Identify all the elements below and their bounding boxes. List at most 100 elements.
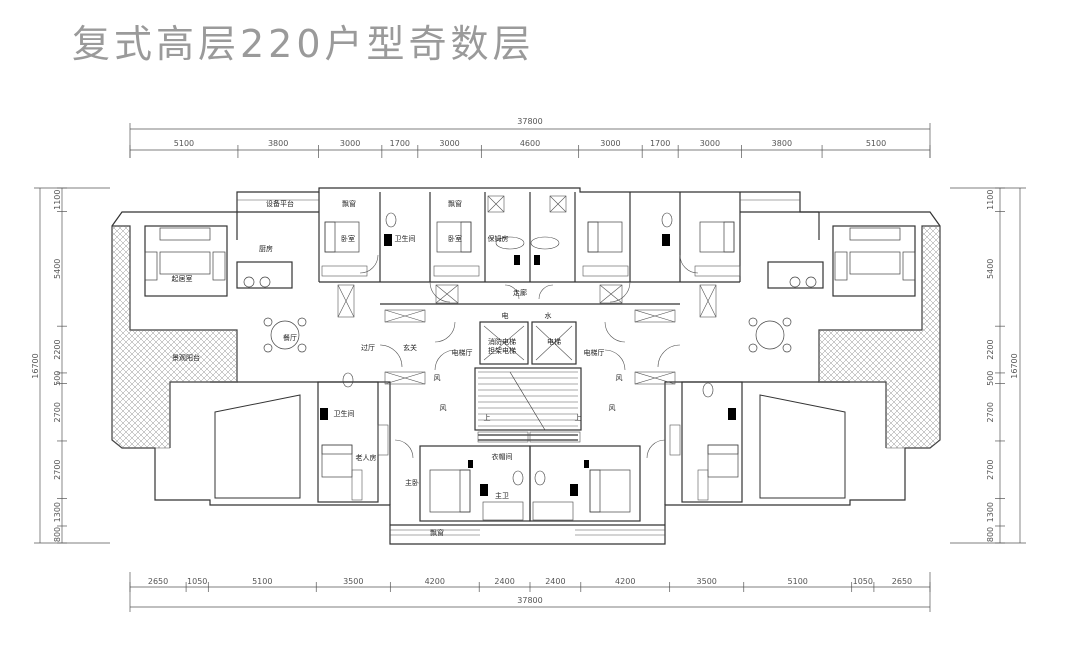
dimension-segment-label: 500 bbox=[986, 371, 995, 386]
dimension-segment-label: 2700 bbox=[53, 402, 62, 422]
label-dining: 餐厅 bbox=[283, 333, 297, 342]
dimension-segment-label: 4200 bbox=[615, 577, 635, 586]
label-elevator-hall-right: 电梯厅 bbox=[584, 348, 605, 357]
right-dimension-ticks bbox=[995, 187, 1005, 544]
bottom-total-dimension: 37800 bbox=[517, 596, 542, 605]
dimension-segment-label: 2700 bbox=[986, 459, 995, 479]
bottom-windows bbox=[237, 199, 800, 536]
left-total-dimension: 16700 bbox=[31, 353, 40, 378]
sanitary-fixtures bbox=[342, 212, 714, 521]
dimension-segment-label: 2650 bbox=[148, 577, 168, 586]
label-nanny-room: 保姆房 bbox=[488, 234, 509, 243]
top-dimension-ticks bbox=[129, 145, 931, 158]
duct-shafts bbox=[337, 195, 717, 385]
dimension-segment-label: 1300 bbox=[53, 502, 62, 522]
label-fire-elevator-1: 消防电梯 bbox=[488, 337, 516, 346]
label-water: 水 bbox=[545, 311, 552, 320]
left-dimension-lines bbox=[34, 187, 110, 544]
top-total-dimension: 37800 bbox=[517, 117, 542, 126]
dimension-segment-label: 2200 bbox=[53, 339, 62, 359]
dimension-segment-label: 1100 bbox=[986, 190, 995, 210]
dimension-segment-label: 2400 bbox=[545, 577, 565, 586]
label-view-balcony: 景观阳台 bbox=[172, 353, 200, 362]
label-master-bedroom: 主卧 bbox=[405, 478, 419, 487]
right-total-dimension: 16700 bbox=[1010, 353, 1019, 378]
dimension-segment-label: 5100 bbox=[174, 139, 194, 148]
label-service-corridor: 走廊 bbox=[513, 288, 527, 297]
label-bay-window-bottom: 飘窗 bbox=[430, 528, 444, 537]
label-elevator: 电梯 bbox=[547, 337, 561, 346]
label-bay-window-1: 飘窗 bbox=[342, 199, 356, 208]
label-stair-up-2: 上 bbox=[575, 413, 582, 422]
dimension-segment-label: 1300 bbox=[986, 502, 995, 522]
label-wind-4: 风 bbox=[609, 404, 616, 412]
label-elder-room: 老人房 bbox=[356, 453, 377, 462]
dimension-segment-label: 800 bbox=[53, 527, 62, 542]
dimension-segment-label: 3000 bbox=[600, 139, 620, 148]
black-fixtures bbox=[320, 234, 736, 496]
dimension-segment-label: 1100 bbox=[53, 190, 62, 210]
dimension-segment-label: 1700 bbox=[650, 139, 670, 148]
label-bay-window-2: 飘窗 bbox=[448, 199, 462, 208]
dimension-segment-label: 5100 bbox=[252, 577, 272, 586]
label-stair-up-1: 上 bbox=[484, 413, 491, 422]
terrace-voids bbox=[214, 394, 846, 499]
dimension-segment-label: 1700 bbox=[390, 139, 410, 148]
label-living-room: 起居室 bbox=[172, 274, 193, 283]
dimension-segment-label: 3800 bbox=[772, 139, 792, 148]
label-foyer: 玄关 bbox=[403, 343, 417, 352]
dimension-segment-label: 2700 bbox=[53, 459, 62, 479]
label-wind-2: 风 bbox=[616, 374, 623, 382]
dimension-segment-label: 2200 bbox=[986, 339, 995, 359]
left-segment-labels: 1100 5400 2200 500 2700 2700 1300 800 bbox=[53, 190, 62, 543]
label-wind-3: 风 bbox=[440, 404, 447, 412]
beds bbox=[321, 221, 739, 513]
dimension-segment-label: 1050 bbox=[853, 577, 873, 586]
wardrobes bbox=[321, 265, 741, 501]
dimension-segment-label: 500 bbox=[53, 371, 62, 386]
label-bathroom-top: 卫生间 bbox=[395, 234, 416, 243]
label-equipment-platform: 设备平台 bbox=[266, 199, 294, 208]
stair-treads bbox=[478, 371, 578, 431]
label-bedroom-2: 卧室 bbox=[448, 234, 462, 243]
dimension-segment-label: 2700 bbox=[986, 402, 995, 422]
dimension-segment-label: 5400 bbox=[53, 259, 62, 279]
label-electric: 电 bbox=[502, 311, 509, 320]
top-dimension-lines bbox=[129, 123, 931, 158]
dimension-segment-label: 4600 bbox=[520, 139, 540, 148]
dimension-segment-label: 2650 bbox=[892, 577, 912, 586]
label-fire-elevator-2: 担架电梯 bbox=[488, 346, 516, 355]
elevator-shafts bbox=[483, 325, 573, 361]
dimension-segment-label: 5100 bbox=[866, 139, 886, 148]
dimension-segment-label: 3000 bbox=[439, 139, 459, 148]
living-furniture bbox=[144, 227, 916, 353]
drawing-title: 复式高层220户型奇数层 bbox=[72, 22, 535, 66]
label-master-bath: 主卫 bbox=[495, 491, 509, 500]
label-wind-1: 风 bbox=[434, 374, 441, 382]
room-labels: 设备平台 飘窗 飘窗 卧室 卫生间 卧室 保姆房 厨房 起居室 走廊 电 水 餐… bbox=[172, 199, 623, 537]
bottom-dimension-ticks bbox=[129, 582, 931, 592]
label-cloakroom: 衣帽间 bbox=[492, 452, 513, 461]
label-elevator-hall-left: 电梯厅 bbox=[452, 348, 473, 357]
label-kitchen: 厨房 bbox=[259, 244, 273, 253]
label-bathroom-mid: 卫生间 bbox=[334, 409, 355, 418]
balcony-hatching bbox=[111, 225, 941, 449]
dimension-segment-label: 3000 bbox=[700, 139, 720, 148]
dimension-segment-label: 5100 bbox=[788, 577, 808, 586]
label-hall: 过厅 bbox=[361, 343, 375, 352]
dimension-segment-label: 3500 bbox=[343, 577, 363, 586]
left-dimension-ticks bbox=[57, 187, 67, 544]
dimension-segment-label: 2400 bbox=[494, 577, 514, 586]
right-dimension-lines bbox=[950, 187, 1026, 544]
dimension-segment-label: 3800 bbox=[268, 139, 288, 148]
dimension-segment-label: 1050 bbox=[187, 577, 207, 586]
door-swings bbox=[359, 254, 699, 459]
dimension-segment-label: 800 bbox=[986, 527, 995, 542]
dimension-segment-label: 3500 bbox=[697, 577, 717, 586]
label-bedroom-1: 卧室 bbox=[341, 234, 355, 243]
